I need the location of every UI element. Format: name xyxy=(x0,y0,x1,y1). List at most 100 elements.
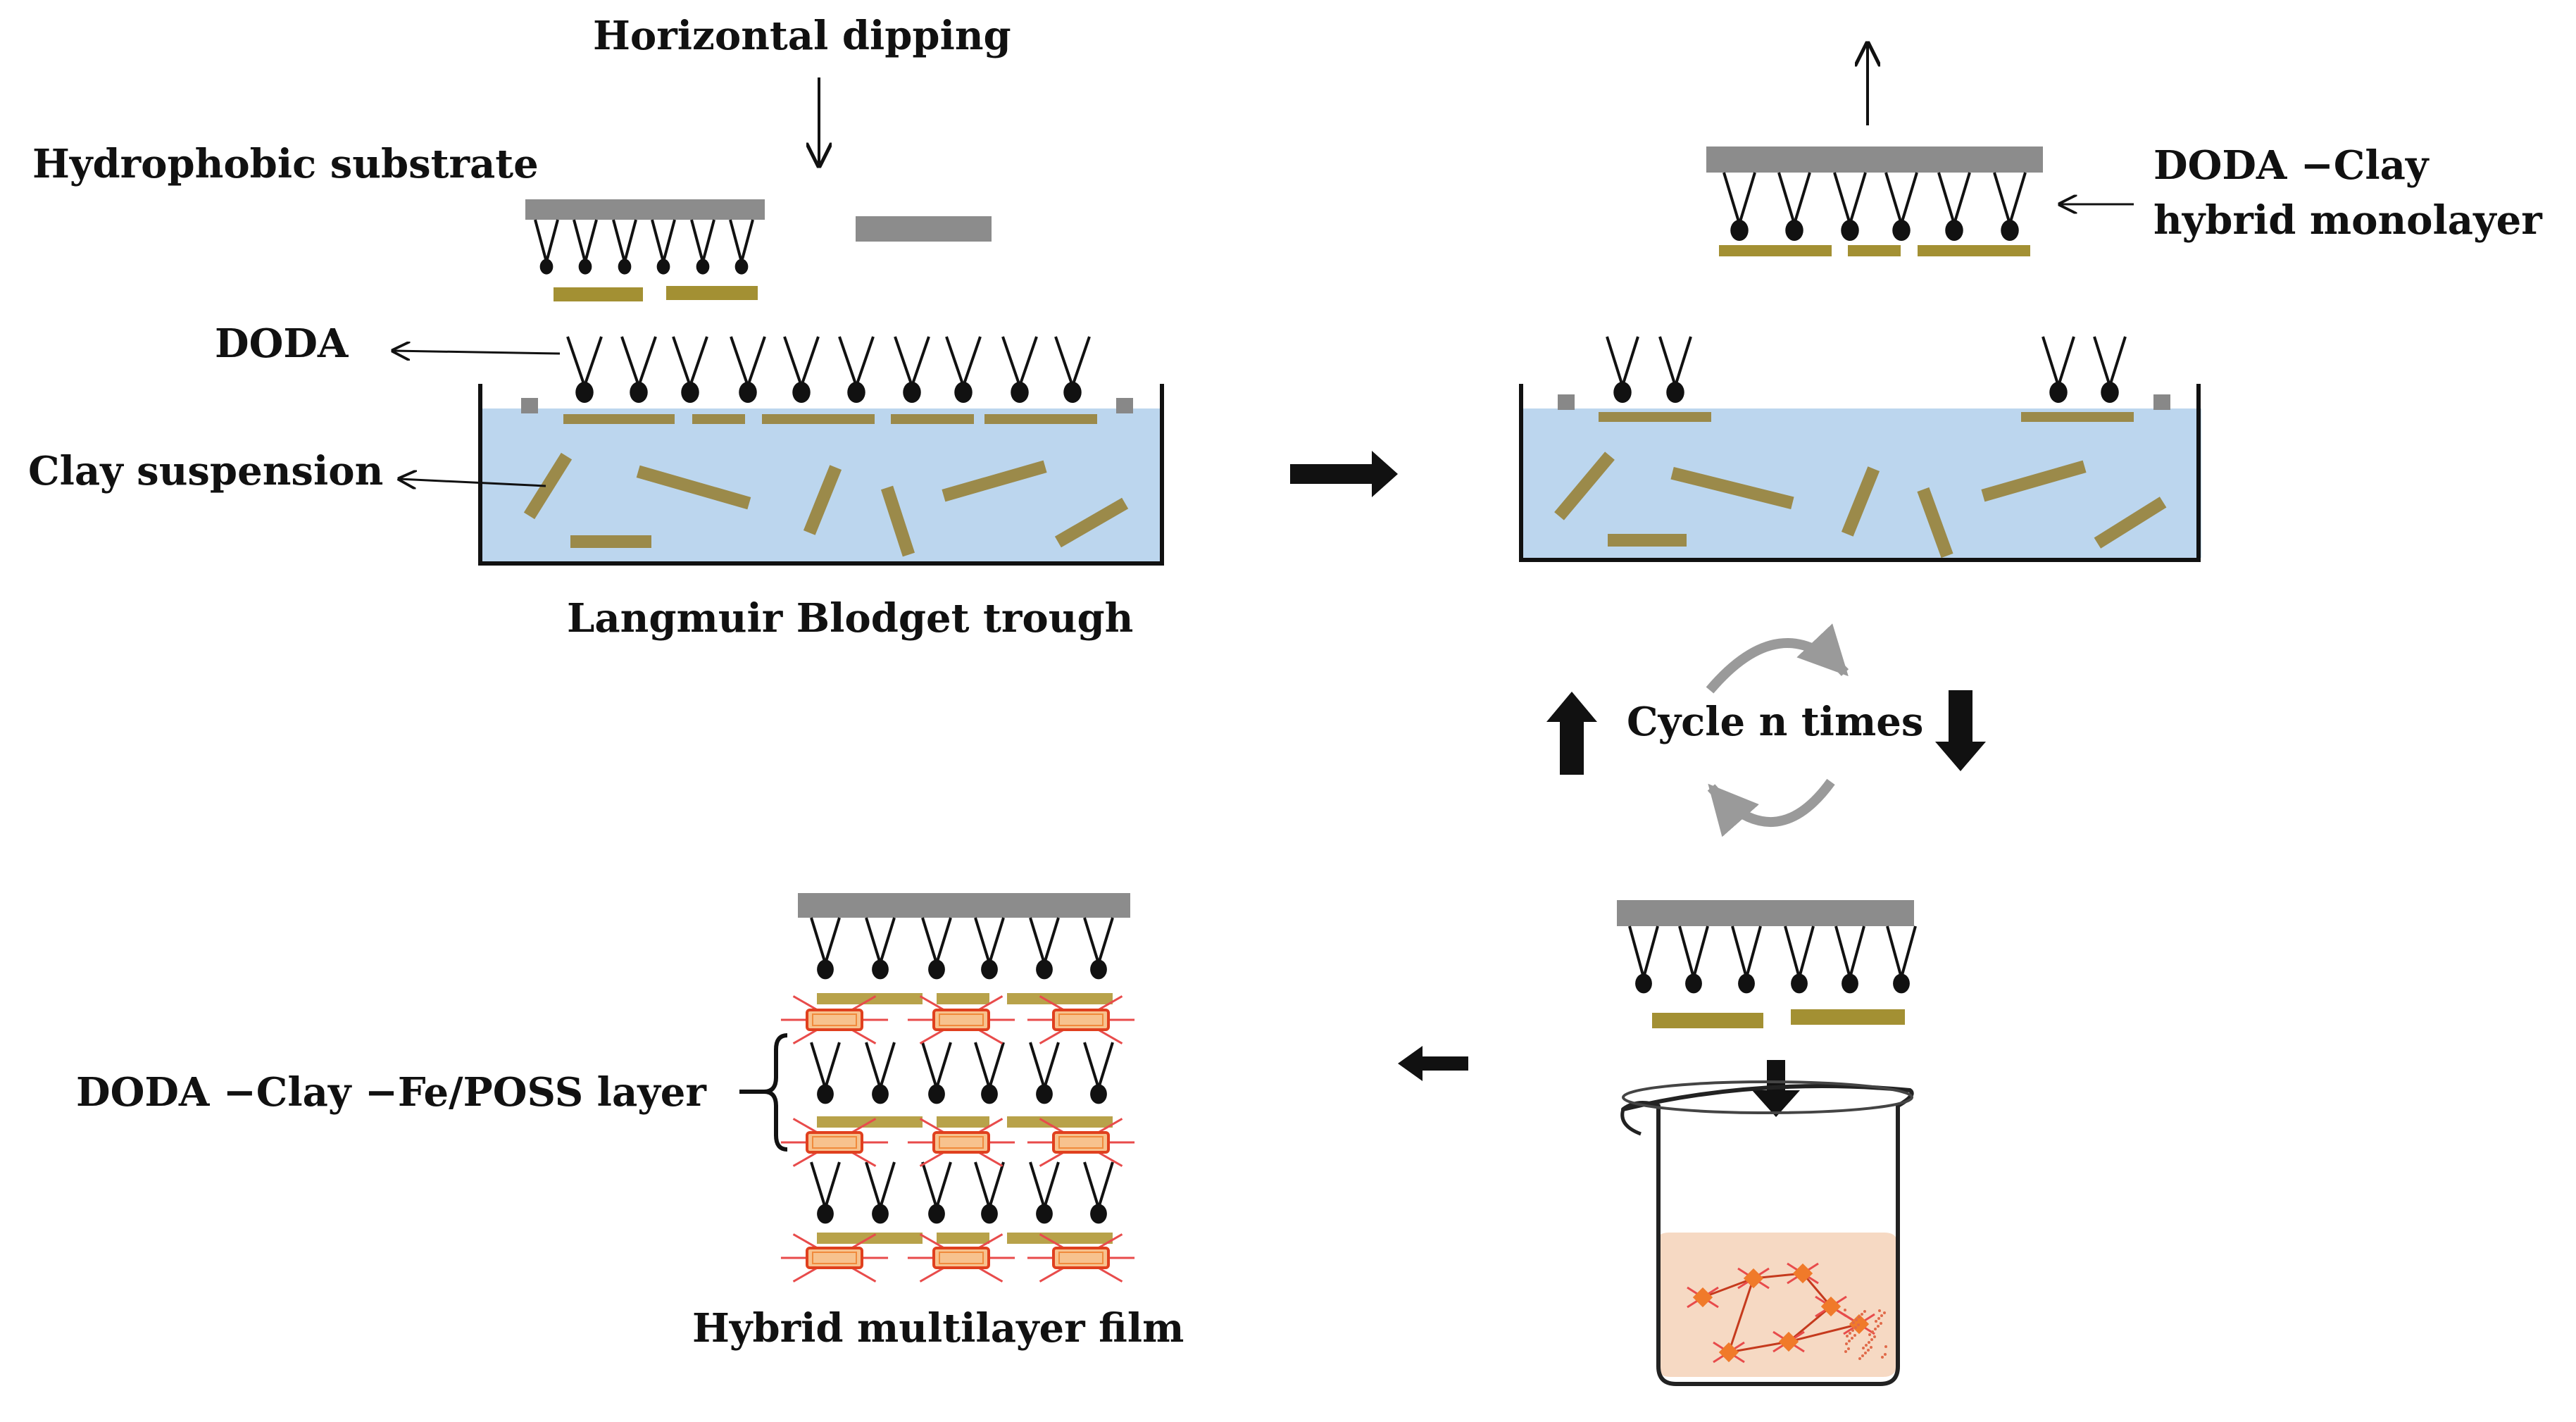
cycle-arrow-down xyxy=(1935,690,1986,771)
fe-poss-cage xyxy=(780,1233,889,1283)
substrate-plate-right xyxy=(1706,146,2043,173)
barrier-right-1 xyxy=(1558,394,1575,410)
doda-molecule xyxy=(2093,336,2127,403)
poss-particle xyxy=(1865,1344,1868,1347)
doda-molecule xyxy=(1083,1042,1114,1104)
lb-trough-left xyxy=(478,336,1164,566)
label-cycle: Cycle n times xyxy=(1627,699,1924,745)
clay-pointer-arrow xyxy=(399,479,546,486)
trough-wall-right xyxy=(1519,384,2201,562)
cycle-symbol xyxy=(1706,623,1849,837)
multilayer-film xyxy=(780,893,1135,1283)
poss-particle xyxy=(1851,1329,1854,1332)
substrate-upper-left xyxy=(525,199,765,301)
doda-molecule xyxy=(974,917,1005,980)
substrate-upper-right xyxy=(1706,146,2043,256)
doda-molecule xyxy=(1054,336,1091,403)
poss-node xyxy=(1687,1286,1719,1309)
fe-poss-cage xyxy=(907,1233,1015,1283)
doda-molecule xyxy=(1833,172,1867,241)
film-clay xyxy=(937,1233,989,1244)
doda-molecule xyxy=(573,219,598,275)
barrier-left-2 xyxy=(1116,398,1133,413)
poss-particle xyxy=(1871,1330,1874,1333)
poss-particle xyxy=(1868,1341,1870,1344)
doda-molecule xyxy=(1606,336,1639,403)
doda-on-substrate xyxy=(534,219,754,275)
film-clay xyxy=(1007,1233,1113,1244)
poss-particle xyxy=(1844,1309,1846,1311)
poss-particle xyxy=(1878,1309,1881,1312)
doda-molecule xyxy=(1722,172,1756,241)
doda-molecule xyxy=(690,219,715,275)
poss-particle xyxy=(1868,1333,1871,1336)
trough-wall-left xyxy=(478,384,1164,566)
poss-particle xyxy=(1858,1316,1861,1318)
film-clay xyxy=(1007,993,1113,1004)
substrate-plate xyxy=(525,199,765,220)
film-clay xyxy=(937,993,989,1004)
doda-molecule xyxy=(974,1042,1005,1104)
beaker-liquid xyxy=(1656,1233,1897,1377)
label-hydrophobic-substrate: Hydrophobic substrate xyxy=(32,141,539,187)
label-monolayer-line1: DODA −Clay xyxy=(2153,142,2429,189)
step-arrow-left xyxy=(1398,1046,1468,1081)
doda-molecule xyxy=(672,336,708,403)
doda-molecule xyxy=(1029,1042,1060,1104)
doda-molecule xyxy=(1784,925,1815,994)
fe-poss-cage xyxy=(1027,1233,1135,1283)
poss-link xyxy=(1788,1305,1832,1343)
poss-particle xyxy=(1880,1322,1882,1325)
poss-particle xyxy=(1884,1353,1887,1356)
poss-particle xyxy=(1848,1340,1851,1342)
beaker-rim xyxy=(1622,1080,1913,1114)
fe-poss-cage xyxy=(1027,995,1135,1044)
poss-particle xyxy=(1844,1350,1847,1353)
doda-molecule xyxy=(1777,172,1811,241)
poss-particle xyxy=(1867,1349,1870,1352)
doda-molecule xyxy=(838,336,875,403)
doda-molecule xyxy=(894,336,930,403)
doda-molecule xyxy=(783,336,820,403)
poss-node xyxy=(1815,1295,1847,1318)
label-doda: DODA xyxy=(215,320,349,367)
fe-poss-cage xyxy=(780,1118,889,1167)
barrier-right-2 xyxy=(2153,394,2170,410)
doda-molecule xyxy=(865,917,896,980)
beaker xyxy=(1620,1080,1914,1386)
cycle-arc-top xyxy=(1706,623,1849,694)
poss-particle xyxy=(1880,1314,1883,1317)
label-monolayer-line2: hybrid monolayer xyxy=(2153,197,2542,244)
poss-particle xyxy=(1870,1338,1873,1341)
doda-molecule xyxy=(1083,1161,1114,1224)
poss-particle xyxy=(1863,1310,1866,1313)
poss-particle xyxy=(1846,1335,1849,1337)
poss-particle xyxy=(1847,1347,1850,1350)
lb-trough-right xyxy=(1519,336,2201,562)
poss-particle xyxy=(1858,1357,1861,1360)
poss-particle xyxy=(1861,1313,1863,1316)
poss-particle xyxy=(1883,1311,1886,1314)
doda-molecule xyxy=(810,917,841,980)
poss-link xyxy=(1728,1340,1789,1354)
fe-poss-cage xyxy=(780,995,889,1044)
suspended-clay-left xyxy=(523,452,1129,557)
surface-clay-right-1 xyxy=(1599,412,1711,422)
doda-molecule xyxy=(921,917,952,980)
doda-molecule xyxy=(566,336,603,403)
doda-molecule xyxy=(729,219,754,275)
doda-molecule xyxy=(1001,336,1038,403)
doda-molecule xyxy=(921,1161,952,1224)
label-clay-suspension: Clay suspension xyxy=(28,448,384,494)
poss-particle xyxy=(1851,1337,1853,1340)
fe-poss-cage xyxy=(1027,1118,1135,1167)
poss-particle xyxy=(1849,1332,1851,1335)
film-substrate xyxy=(798,893,1130,918)
clay-lifted-1 xyxy=(1719,245,1832,256)
doda-molecule xyxy=(620,336,657,403)
fe-poss-cage xyxy=(907,1118,1015,1167)
poss-link xyxy=(1702,1277,1754,1299)
surface-clay-right-2 xyxy=(2021,412,2134,422)
dipping-substrate xyxy=(856,216,992,242)
clay-bottom-1 xyxy=(1652,1013,1763,1028)
